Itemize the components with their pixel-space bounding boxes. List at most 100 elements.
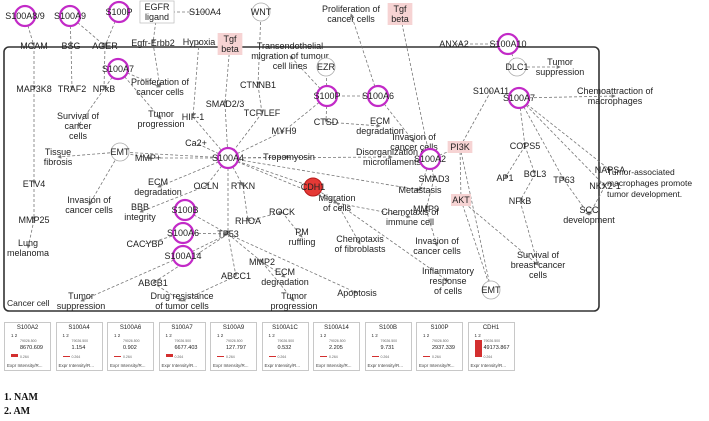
node-ezr[interactable]: EZR [316, 57, 336, 77]
node-nkx21[interactable]: NKX2-1 [589, 181, 621, 191]
node-metastasis[interactable]: Metastasis [398, 185, 442, 195]
node-cops5[interactable]: COPS5 [510, 141, 541, 151]
node-s100a10[interactable]: S100A10 [489, 32, 527, 56]
node-s100a8-9[interactable]: S100A8/9 [5, 4, 45, 28]
node-etv4[interactable]: ETV4 [23, 179, 46, 189]
node-tropomyosin[interactable]: Tropomyosin [263, 152, 315, 162]
node-abcb1[interactable]: ABCB1 [138, 278, 168, 288]
node-rhoa[interactable]: RHOA [235, 216, 261, 226]
node-s100a6-mid[interactable]: S100A6 [167, 221, 199, 245]
node-s100p-top[interactable]: S100P [105, 0, 133, 24]
node-egfr-erbb2[interactable]: Egfr-Erbb2 [131, 38, 175, 48]
node-hypoxia[interactable]: Hypoxia [183, 37, 216, 47]
node-s100a4-top[interactable]: S100A4 [189, 7, 221, 17]
node-ocln[interactable]: OCLN [193, 181, 218, 191]
node-s100a11[interactable]: S100A11 [473, 86, 509, 96]
node-traf2[interactable]: TRAF2 [58, 84, 87, 94]
node-anxa2[interactable]: ANXA2 [439, 39, 469, 49]
node-mmp9[interactable]: MMP9 [413, 204, 439, 214]
node-s100a7a[interactable]: S100A7 [102, 57, 134, 81]
node-nfkb1[interactable]: NFkB [93, 84, 116, 94]
node-rtkn[interactable]: RTKN [231, 181, 255, 191]
node-mcam[interactable]: MCAM [20, 41, 48, 51]
node-nfkb2[interactable]: NFkB [509, 196, 532, 206]
node-tp53[interactable]: TP53 [217, 229, 239, 239]
node-napsa[interactable]: NAPSA [595, 165, 626, 175]
node-wnt[interactable]: WNT [251, 2, 272, 22]
node-mmp2[interactable]: MMP2 [249, 257, 275, 267]
node-cdh1[interactable]: CDH1 [301, 177, 326, 197]
node-s100p-mid[interactable]: S100P [313, 84, 341, 108]
node-ca2[interactable]: Ca2+ [185, 138, 207, 148]
node-dlc1[interactable]: DLC1 [505, 57, 529, 77]
node-s100a6-top[interactable]: S100A6 [362, 84, 394, 108]
node-cacybp[interactable]: CACYBP [126, 239, 163, 249]
node-tcflef[interactable]: TCF/LEF [244, 108, 281, 118]
node-s100a7b[interactable]: S100A7 [503, 86, 535, 110]
node-hif1[interactable]: HIF-1 [182, 112, 205, 122]
node-mmp-plus[interactable]: MMP+ [135, 153, 161, 163]
node-s100a14[interactable]: S100A14 [164, 244, 202, 268]
node-rock[interactable]: ROCK [269, 207, 295, 217]
node-emt1[interactable]: EMT [111, 142, 131, 162]
node-emt2[interactable]: EMT [482, 280, 502, 300]
node-mmp25[interactable]: MMP25 [18, 215, 49, 225]
node-bsg[interactable]: BSG [61, 41, 80, 51]
node-ager[interactable]: AGER [92, 41, 118, 51]
node-ctnnb1[interactable]: CTNNB1 [240, 80, 276, 90]
node-smad3[interactable]: SMAD3 [418, 174, 449, 184]
node-s100a2[interactable]: S100A2 [414, 147, 446, 171]
node-apoptosis[interactable]: Apoptosis [337, 288, 377, 298]
node-ap1[interactable]: AP1 [496, 173, 513, 183]
node-s100a4-mid[interactable]: S100A4 [212, 146, 244, 170]
node-ctsd[interactable]: CTSD [314, 117, 339, 127]
node-tp63[interactable]: TP63 [553, 175, 575, 185]
node-akt[interactable]: AKT [450, 194, 472, 206]
node-map3k8[interactable]: MAP3K8 [16, 84, 52, 94]
node-smad23[interactable]: SMAD2/3 [206, 99, 245, 109]
node-s100b[interactable]: S100B [171, 198, 199, 222]
node-myh9[interactable]: MYH9 [271, 126, 296, 136]
node-bcl3[interactable]: BCL3 [524, 169, 547, 179]
node-abcc1[interactable]: ABCC1 [221, 271, 251, 281]
